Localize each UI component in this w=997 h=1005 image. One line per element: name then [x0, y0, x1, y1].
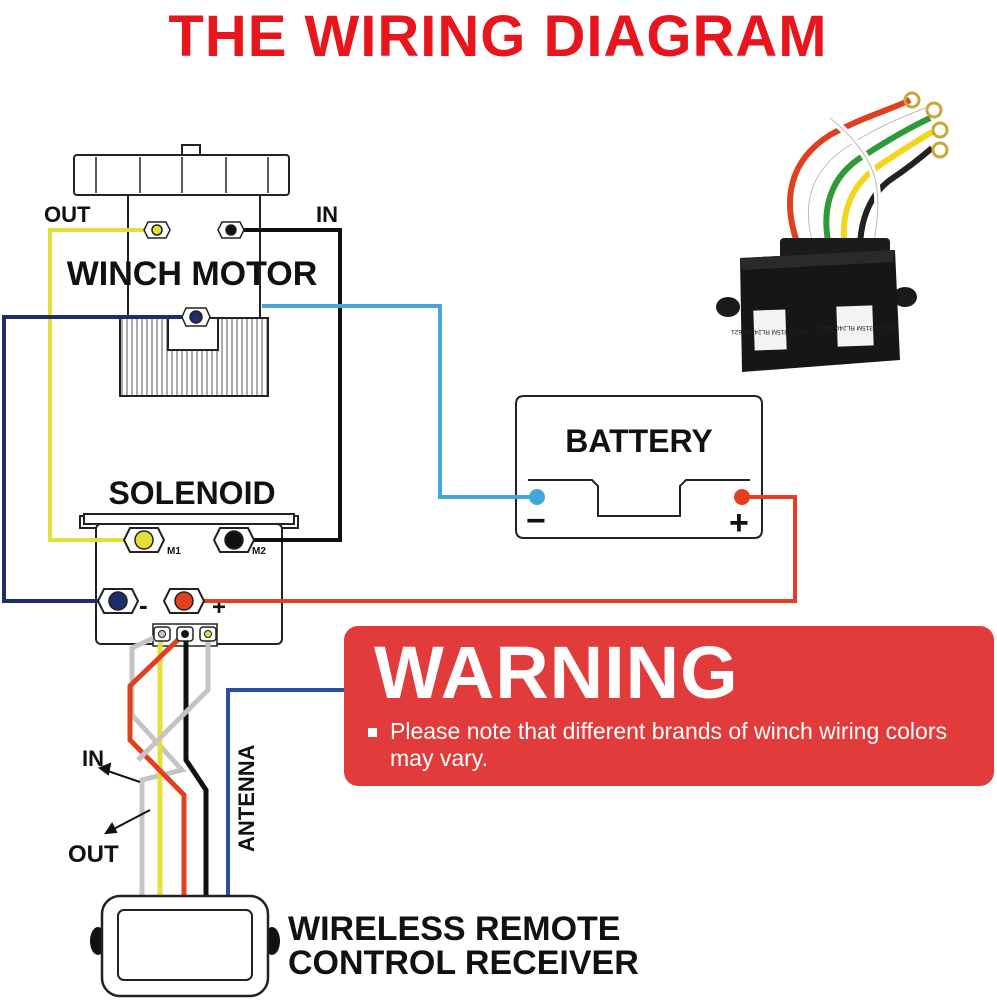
solenoid-m2-terminal	[212, 527, 256, 553]
solenoid-m1-terminal	[122, 527, 166, 553]
solenoid-plus-terminal	[162, 588, 206, 614]
warning-box: WARNING Please note that different brand…	[344, 626, 994, 786]
page-title: THE WIRING DIAGRAM	[168, 4, 827, 69]
m1-label: M1	[167, 546, 181, 557]
warning-note: Please note that different brands of win…	[390, 718, 947, 771]
module-sticker-right-text: DC12V315M RL24G34621	[816, 324, 894, 331]
wire-black-motor-in	[230, 228, 342, 542]
wire-gray-receiver	[136, 634, 211, 762]
battery-minus-label: −	[526, 502, 546, 540]
warning-title: WARNING	[374, 631, 739, 714]
warning-bullet	[368, 728, 377, 737]
receiver	[90, 894, 280, 998]
bundle-arrows	[97, 762, 151, 835]
module-sticker-left-text: DC12V315M RL24G34621	[731, 328, 809, 335]
receiver-label-line1: WIRELESS REMOTE	[288, 910, 620, 948]
control-module-illustration: DC12V315M RL24G34621 DC12V315M RL24G3462…	[716, 91, 949, 372]
wire-black-receiver	[183, 634, 209, 898]
motor-in-label: IN	[316, 202, 338, 227]
battery-plus-terminal	[734, 489, 750, 505]
wire-yellow-motor-out	[48, 228, 158, 542]
solenoid-minus-terminal	[96, 588, 140, 614]
wire-blue-antenna	[226, 688, 344, 898]
wire-in-label: IN	[82, 746, 104, 771]
module-sticker-right	[836, 305, 874, 347]
receiver-label-line2: CONTROL RECEIVER	[288, 944, 639, 982]
motor-out-label: OUT	[44, 202, 91, 227]
antenna-label: ANTENNA	[234, 744, 259, 852]
wire-red-receiver	[127, 632, 187, 898]
wire-lightblue-battery-minus	[262, 304, 537, 499]
wire-navy-ground	[2, 315, 196, 603]
solenoid	[79, 513, 299, 647]
battery-plus-label: +	[729, 504, 749, 542]
motor-out-terminal	[143, 221, 171, 239]
battery-label: BATTERY	[565, 423, 713, 459]
battery	[515, 395, 763, 539]
module-sticker-left	[753, 309, 787, 351]
motor-ground-terminal	[181, 307, 211, 327]
motor-in-terminal	[217, 221, 245, 239]
winch-motor	[73, 144, 290, 397]
wire-red-battery-plus	[184, 495, 797, 603]
solenoid-minus-label: -	[139, 590, 148, 620]
wires	[2, 228, 797, 898]
winch-motor-label: WINCH MOTOR	[67, 255, 318, 293]
solenoid-control-terminals	[153, 626, 217, 642]
wire-out-label: OUT	[68, 841, 119, 868]
m2-label: M2	[252, 546, 266, 557]
solenoid-plus-label: +	[212, 594, 226, 621]
terminals	[96, 221, 750, 642]
solenoid-label: SOLENOID	[108, 475, 275, 511]
battery-minus-terminal	[529, 489, 545, 505]
wire-yellow-out	[157, 633, 165, 898]
